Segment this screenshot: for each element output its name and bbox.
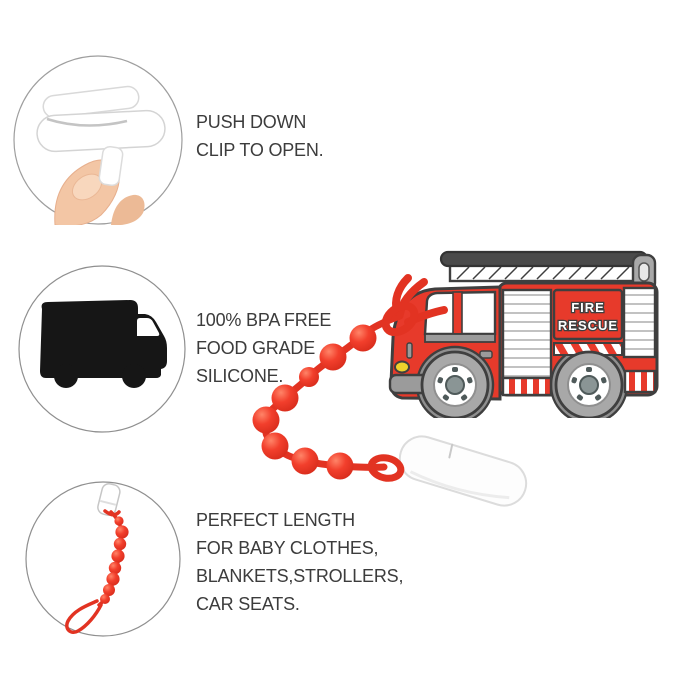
feature-text-bpa-free: 100% BPA FREE FOOD GRADE SILICONE. — [196, 306, 331, 390]
bead — [319, 343, 347, 371]
cab-mirror — [406, 342, 413, 359]
door-handle — [479, 350, 493, 359]
fire-rescue-panel: FIRE RESCUE — [552, 288, 624, 341]
bead — [291, 447, 319, 475]
mini-clip — [97, 483, 121, 516]
bead — [326, 452, 354, 480]
feature-text-line: PUSH DOWN — [196, 112, 307, 132]
open-clip-photo — [13, 55, 183, 225]
pacifier-clip-sketch — [25, 481, 181, 637]
bead — [299, 367, 319, 387]
truck-silhouette-icon — [18, 265, 186, 433]
mini-bead-chain — [97, 509, 129, 607]
fire-rescue-text-line-2: RESCUE — [558, 318, 618, 333]
cord — [261, 274, 448, 482]
front-wheel — [420, 350, 490, 418]
bead — [349, 324, 377, 352]
cab-window-sill — [424, 333, 496, 343]
clip-jaw-crease — [46, 117, 128, 127]
ladder-rack — [439, 250, 649, 283]
feature-text-line: PERFECT LENGTH — [196, 510, 355, 530]
clip-seam — [448, 443, 454, 459]
feature-circle-frame — [25, 481, 181, 637]
beads — [252, 324, 377, 480]
feature-text-line: BLANKETS,STROLLERS, — [196, 566, 404, 586]
feature-text-line: CAR SEATS. — [196, 594, 300, 614]
feature-text-line: FOR BABY CLOTHES, — [196, 538, 379, 558]
feature-text-line: SILICONE. — [196, 366, 284, 386]
rear-wheel — [554, 350, 624, 418]
fire-rescue-text-line-1: FIRE — [571, 300, 605, 315]
top-strand — [396, 278, 428, 318]
mini-loop — [65, 599, 103, 634]
feature-text-line: CLIP TO OPEN. — [196, 140, 324, 160]
feature-text-line: 100% BPA FREE — [196, 310, 332, 330]
headlight — [394, 360, 410, 374]
second-finger — [111, 194, 145, 225]
pacifier-clip-white — [398, 435, 528, 507]
bottom-stripe-panel — [501, 376, 553, 397]
push-tab — [98, 145, 124, 187]
truck-silhouette — [40, 300, 167, 388]
bead — [261, 432, 289, 460]
top-knot — [381, 301, 419, 337]
feature-text-push-down: PUSH DOWN CLIP TO OPEN. — [196, 108, 324, 164]
rear-stripe-panel — [623, 369, 657, 394]
bead — [271, 384, 299, 412]
feature-text-line: FOOD GRADE — [196, 338, 316, 358]
fire-truck-figure: FIRE RESCUE — [388, 250, 659, 418]
silhouette-window — [137, 318, 160, 336]
mini-knot — [103, 509, 121, 517]
white-clip-open — [36, 85, 166, 187]
bead — [252, 406, 280, 434]
bottom-knot — [367, 454, 405, 482]
roller-shutter-right — [622, 286, 657, 359]
bead-chain — [252, 274, 528, 507]
roller-shutter-left — [501, 288, 553, 380]
feature-text-perfect-length: PERFECT LENGTH FOR BABY CLOTHES, BLANKET… — [196, 506, 403, 618]
